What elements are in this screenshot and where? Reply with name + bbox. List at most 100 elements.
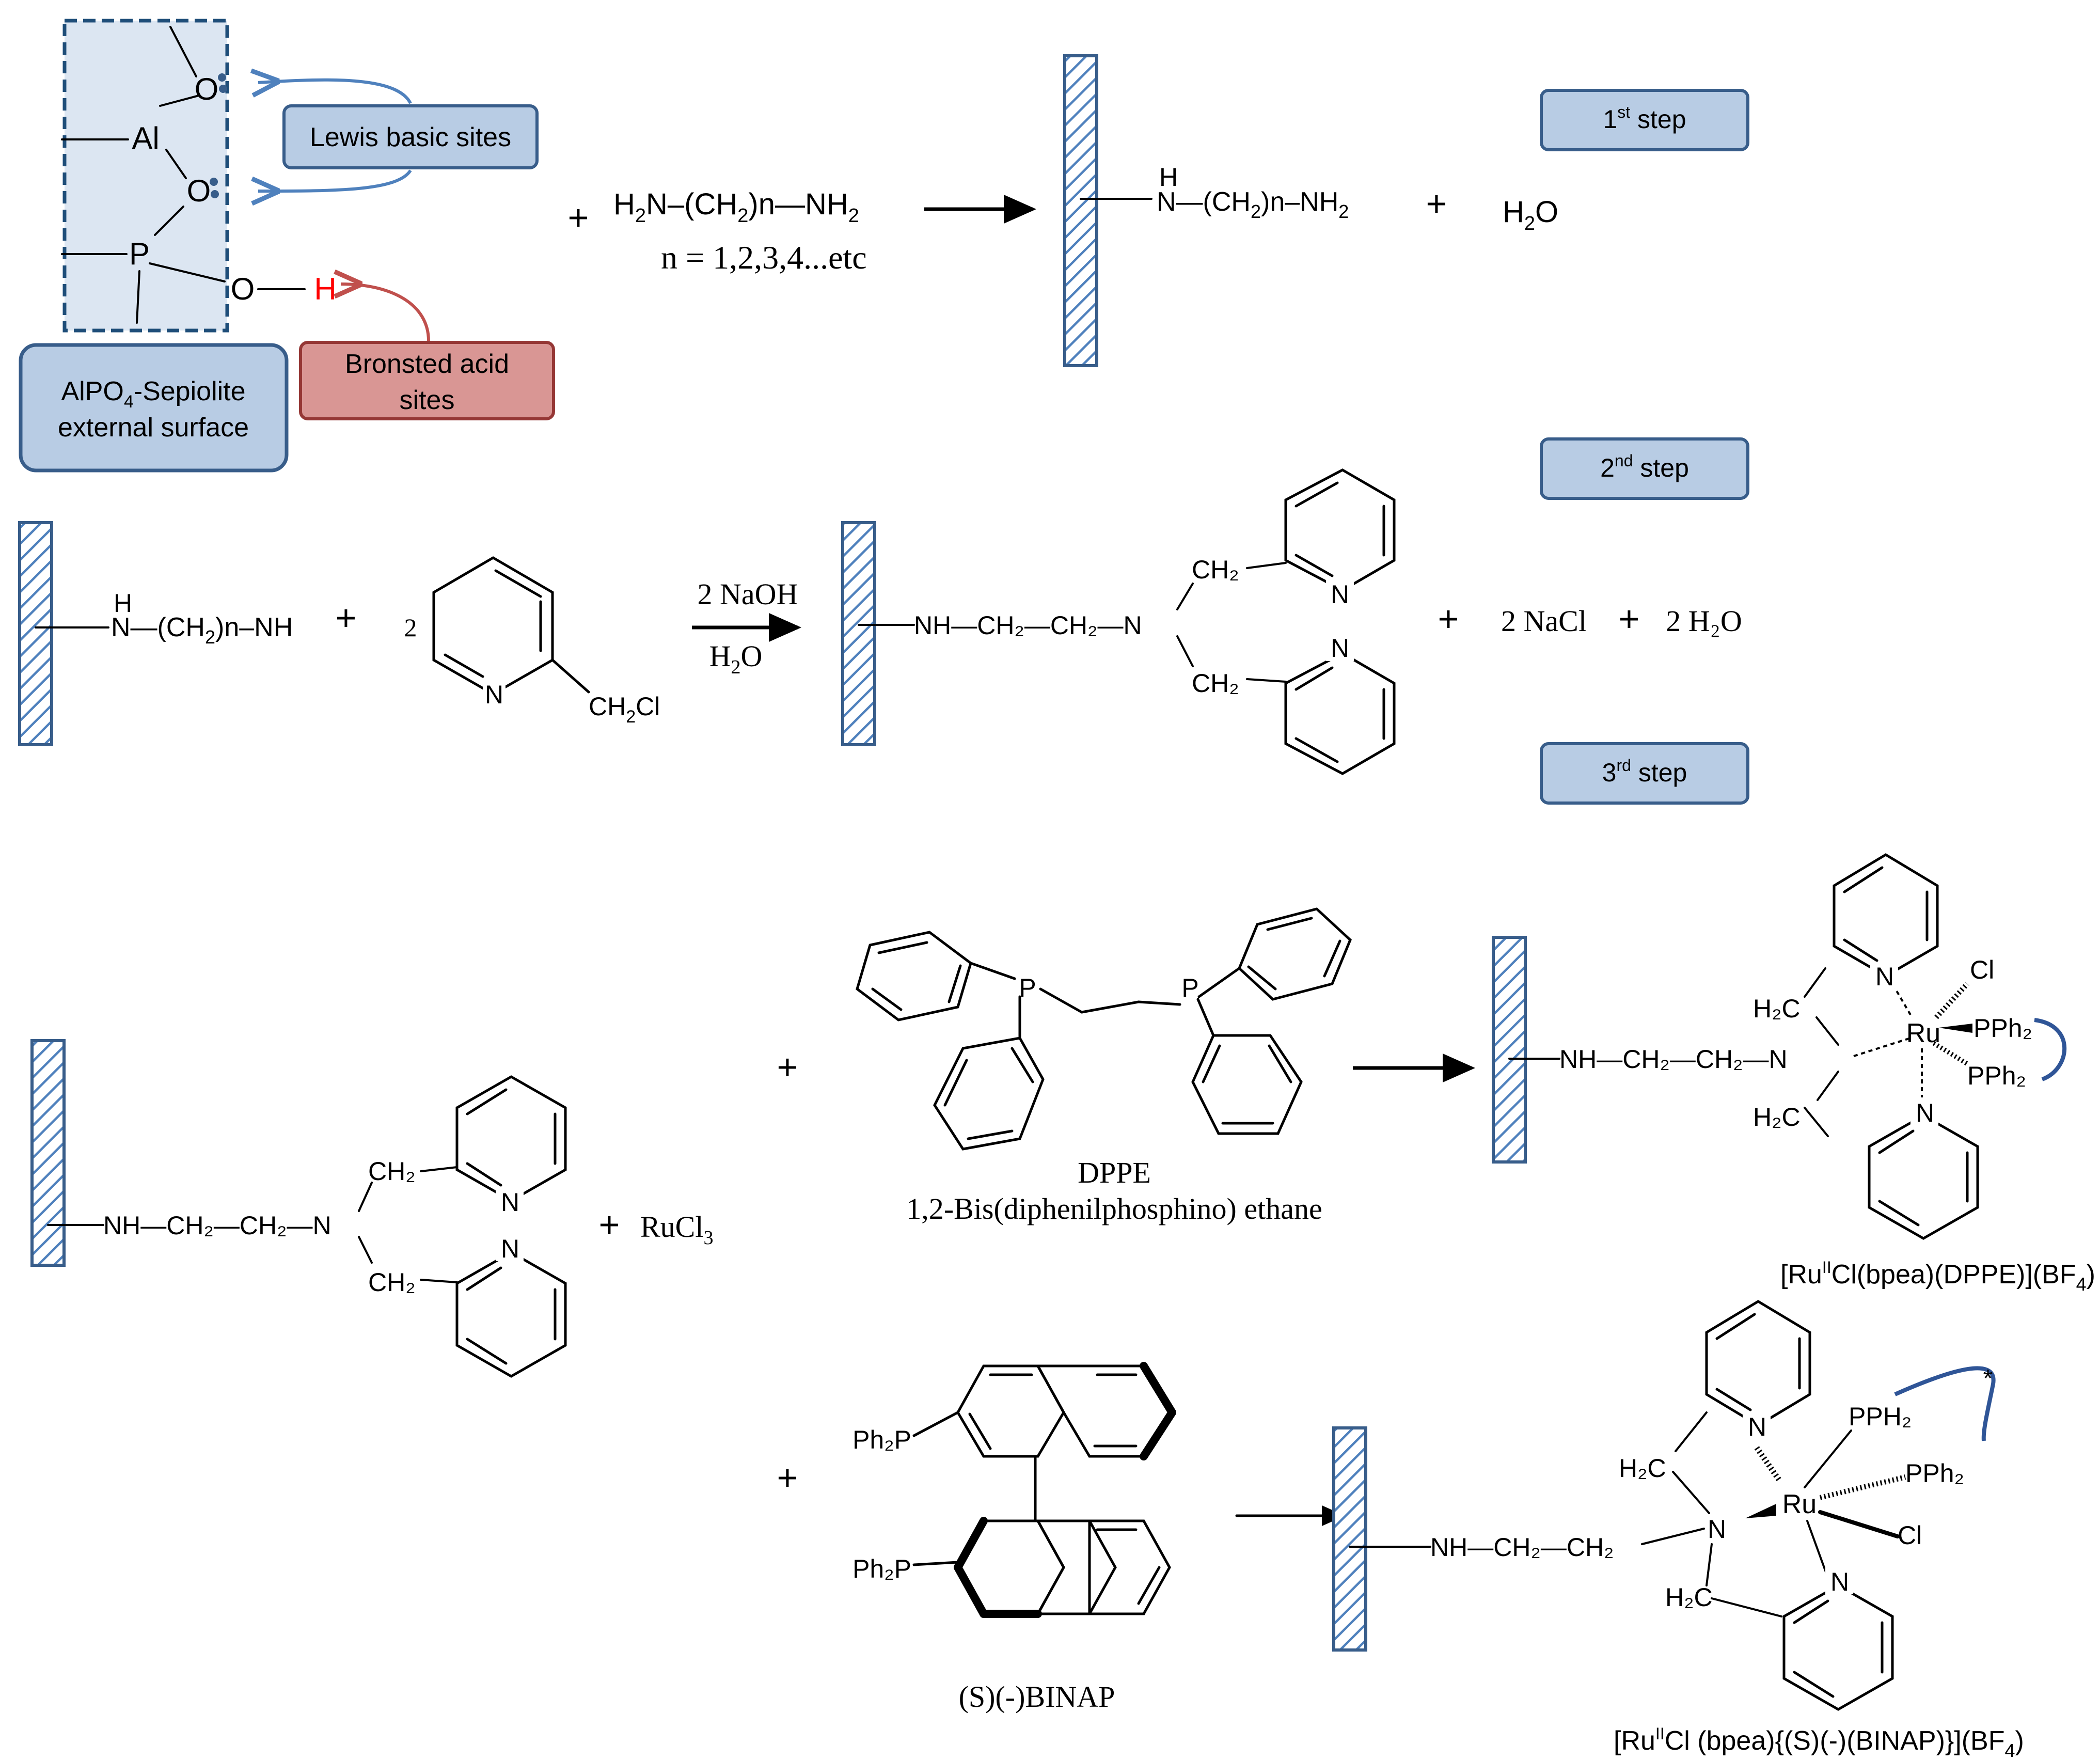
r2-product-ch2-bot: CH₂: [1192, 669, 1239, 698]
r3-pyridine-top: N: [455, 1075, 567, 1217]
dppe-structure: P P: [856, 907, 1352, 1151]
support-bar-1: [1063, 54, 1098, 367]
alpo4-surface-sketch: O Al O P O H: [61, 19, 430, 341]
svg-text:N: N: [1875, 962, 1894, 991]
ch2cl-label: CH2Cl: [589, 692, 660, 727]
r2-product-ch2-top: CH₂: [1192, 555, 1239, 584]
binap-name: (S)(-)BINAP: [959, 1680, 1115, 1714]
lewis-arrow-1: [258, 80, 412, 104]
step3-number: 3: [1602, 758, 1617, 787]
r3-rucl3: RuCl3: [640, 1210, 714, 1249]
r2-nacl: 2 NaCl: [1501, 604, 1587, 638]
r3-plus-ru: +: [599, 1204, 620, 1245]
r2-condition-solvent: H2O: [709, 639, 763, 678]
surface-aluminium: Al: [132, 121, 159, 155]
r3-plus-dppe: +: [777, 1047, 798, 1087]
lewis-arrow-2: [258, 169, 412, 191]
r2-plus-1: +: [336, 598, 357, 638]
binap-pph2-top: Ph₂P: [852, 1425, 911, 1454]
c2-pyridine-top: N: [1705, 1300, 1811, 1441]
c1-cl: Cl: [1970, 955, 1994, 984]
svg-text:N: N: [1331, 580, 1349, 609]
svg-text:3rd step: 3rd step: [1602, 756, 1687, 787]
svg-text:N: N: [501, 1234, 519, 1263]
r3-ch2-top: CH₂: [368, 1157, 416, 1186]
r2-product-pyridine-top: N: [1284, 468, 1396, 609]
c2-pph2-a: PPH₂: [1849, 1402, 1912, 1431]
r2-plus-2: +: [1438, 599, 1459, 639]
support-bar-3: [841, 521, 876, 746]
bronsted-line2: sites: [400, 385, 455, 415]
c1-pyridine-top: N: [1833, 853, 1939, 991]
dppe-name: DPPE: [1078, 1156, 1151, 1189]
r2-water: 2 H₂O: [1666, 604, 1742, 638]
c1-chain: NH—CH₂—CH₂—N: [1559, 1045, 1788, 1074]
binap-structure: Ph₂P Ph₂P: [852, 1362, 1176, 1618]
step2-ordinal: nd: [1615, 451, 1633, 470]
c1-pyridine-bot: N: [1868, 1098, 1979, 1240]
step1-word: step: [1630, 105, 1686, 134]
support-bar-4: [30, 1039, 66, 1267]
c1-h2c-top: H₂C: [1753, 994, 1801, 1023]
dppe-p-right: P: [1181, 973, 1198, 1002]
svg-text:N: N: [501, 1188, 519, 1217]
r2-reactant-h: H: [114, 589, 132, 618]
step2-number: 2: [1600, 453, 1615, 482]
svg-text:N: N: [1916, 1098, 1934, 1127]
c1-formula: [RuIICl(bpea)(DPPE)](BF4): [1780, 1258, 2095, 1295]
r2-reactant: N—(CH2)n–NH: [111, 612, 293, 648]
r2-condition-base: 2 NaOH: [698, 577, 798, 611]
support-name-line2: external surface: [58, 413, 249, 443]
r1-plus-1: +: [568, 197, 589, 238]
svg-text:N: N: [1830, 1567, 1849, 1596]
surface-oxygen-2: O: [187, 174, 211, 208]
bronsted-sites-label: Bronsted acid sites: [299, 341, 555, 420]
r3-chain: NH—CH₂—CH₂—N: [103, 1211, 331, 1240]
c1-chelate-curve: [2034, 1018, 2067, 1081]
bronsted-line1: Bronsted acid: [345, 349, 509, 379]
r3-pyridine-bot: N: [455, 1234, 567, 1378]
r2-plus-3: +: [1619, 599, 1640, 639]
c2-n-amine: N: [1708, 1515, 1726, 1544]
step3-ordinal: rd: [1616, 756, 1631, 775]
chloromethylpyridine-structure: N CH2Cl: [432, 556, 660, 727]
lewis-sites-label: Lewis basic sites: [282, 104, 539, 169]
r2-product-chain: NH—CH₂—CH₂—N: [914, 611, 1142, 640]
surface-phosphorus: P: [129, 237, 150, 271]
svg-text:N: N: [1331, 634, 1349, 663]
lewis-sites-text: Lewis basic sites: [310, 122, 511, 152]
bronsted-arrow: [341, 284, 430, 341]
svg-text:N: N: [1748, 1412, 1766, 1441]
support-bar-6: [1332, 1426, 1367, 1652]
c2-formula: [RuIICl (bpea){(S)(-)(BINAP)}](BF4): [1614, 1724, 2024, 1760]
step1-number: 1: [1603, 105, 1617, 134]
step1-ordinal: st: [1617, 103, 1630, 121]
r1-product: N—(CH2)n–NH2: [1157, 187, 1349, 222]
c1-ru: Ru: [1906, 1018, 1940, 1048]
c2-pph2-b: PPh₂: [1905, 1459, 1964, 1488]
support-bar-2: [18, 521, 53, 746]
support-name-post: -Sepiolite: [134, 376, 246, 406]
r1-n-values: n = 1,2,3,4...etc: [661, 239, 867, 276]
c1-pph2-b: PPh₂: [1967, 1061, 2026, 1090]
c1-h2c-bot: H₂C: [1753, 1103, 1801, 1132]
support-bar-5: [1492, 936, 1527, 1164]
c2-h2c-top: H₂C: [1619, 1454, 1666, 1483]
c2-chelate-curve: [1894, 1366, 1996, 1441]
support-name-sub: 4: [124, 392, 134, 412]
r2-coefficient: 2: [404, 613, 417, 642]
r1-water: H2O: [1503, 195, 1558, 234]
dppe-full-name: 1,2-Bis(diphenilphosphino) ethane: [906, 1192, 1322, 1225]
r2-product-pyridine-bot: N: [1284, 634, 1396, 775]
c2-chain: NH—CH₂—CH₂: [1430, 1533, 1614, 1562]
r1-product-h: H: [1159, 163, 1178, 192]
r1-plus-2: +: [1426, 183, 1447, 224]
svg-text:1st step: 1st step: [1603, 103, 1686, 134]
support-label: AlPO4-Sepiolite external surface: [19, 343, 289, 473]
c2-h2c-bot: H₂C: [1665, 1583, 1713, 1612]
binap-pph2-bot: Ph₂P: [852, 1554, 911, 1583]
dppe-p-left: P: [1019, 973, 1036, 1002]
c2-pyridine-bot: N: [1782, 1567, 1894, 1711]
step3-badge: 3rd step: [1540, 742, 1749, 805]
